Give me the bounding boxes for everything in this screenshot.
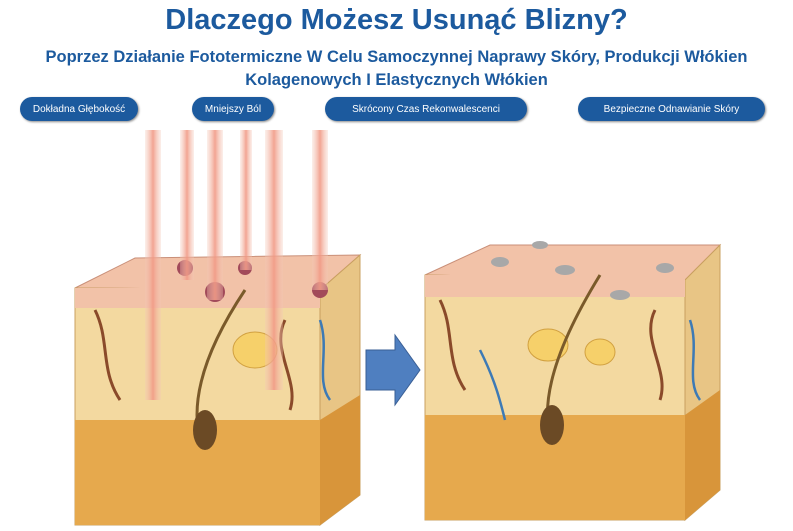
subtitle-line-1: Poprzez Działanie Fototermiczne W Celu S… — [45, 48, 748, 66]
badge-less-pain: Mniejszy Ból — [192, 97, 274, 121]
page-title: Dlaczego Możesz Usunąć Blizny? — [165, 4, 628, 36]
laser-beams — [145, 130, 328, 400]
badge-short-recovery: Skrócony Czas Rekonwalescenci — [325, 97, 527, 121]
badge-precise-depth: Dokładna Głębokość — [20, 97, 138, 121]
skin-cube-after — [424, 241, 722, 522]
badge-safe-renewal: Bezpieczne Odnawianie Skóry — [578, 97, 765, 121]
arrow-icon — [365, 333, 421, 407]
skin-cube-before — [74, 130, 362, 526]
subtitle-line-2: Kolagenowych I Elastycznych Włókien — [245, 71, 548, 89]
